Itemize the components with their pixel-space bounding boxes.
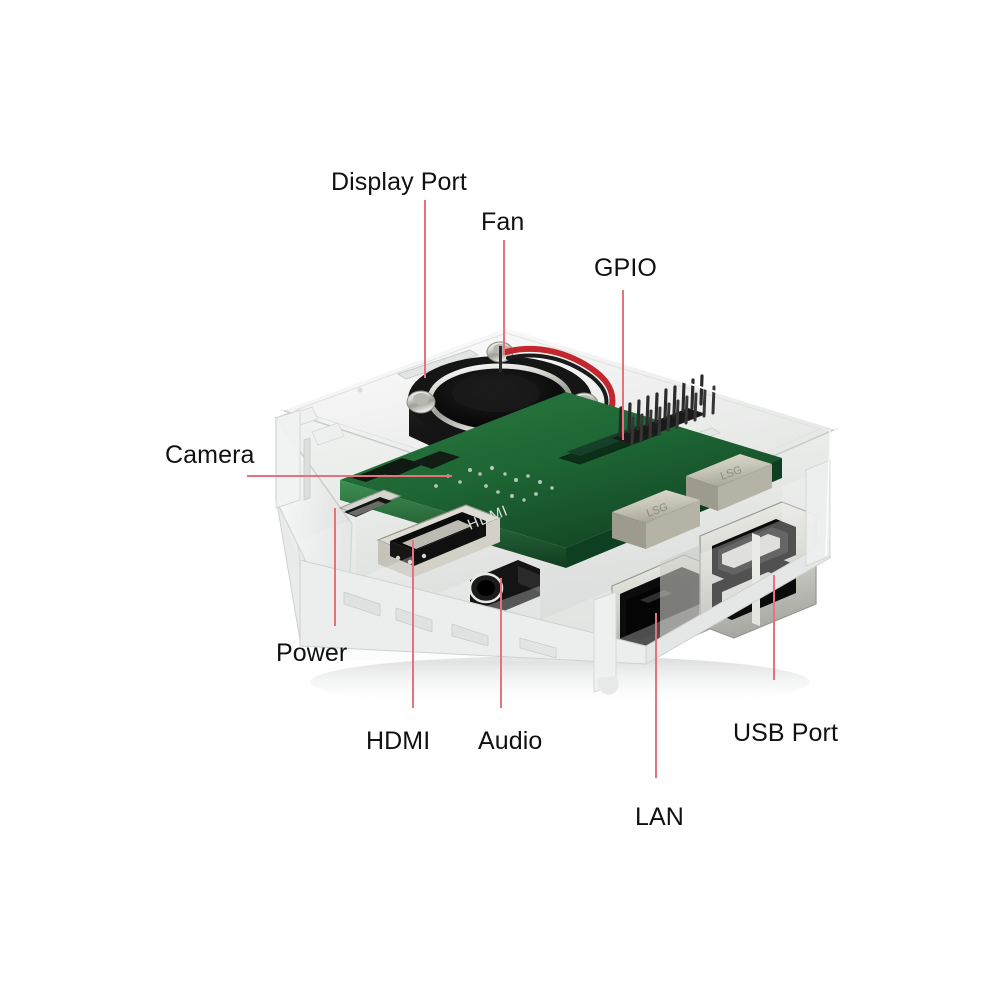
callout-label-gpio: GPIO — [594, 254, 657, 282]
gpio-header — [612, 374, 716, 446]
leader-line-display-port — [424, 200, 426, 378]
callout-label-display-port: Display Port — [331, 168, 467, 196]
case-corner-post — [805, 459, 831, 567]
micro-usb-power-port — [338, 489, 402, 517]
fan-screw — [406, 390, 436, 414]
case-corner-post — [275, 409, 301, 509]
leader-line-audio — [500, 578, 502, 708]
leader-line-gpio — [622, 290, 624, 440]
board-shield-can: LSG — [686, 454, 772, 511]
leader-line-fan — [503, 240, 505, 355]
callout-label-camera: Camera — [165, 441, 255, 469]
leader-line-lan — [655, 613, 657, 778]
fan-wire-black — [506, 353, 609, 410]
leader-line-hdmi — [412, 540, 414, 708]
callout-label-fan: Fan — [481, 208, 525, 236]
audio-jack — [468, 560, 540, 616]
hdmi-port — [376, 504, 502, 578]
callout-label-usb-port: USB Port — [733, 719, 838, 747]
leader-line-usb-port — [773, 575, 775, 680]
leader-line-power — [334, 508, 336, 626]
lid-vent-slot — [396, 349, 480, 380]
case-side-slot — [303, 437, 311, 501]
board-shield-can: LSG — [612, 490, 700, 549]
leader-line-camera — [247, 475, 452, 477]
callout-label-audio: Audio — [478, 727, 543, 755]
fan-wire-red — [503, 346, 616, 409]
callout-label-lan: LAN — [635, 803, 684, 831]
callout-label-power: Power — [276, 639, 348, 667]
callout-label-hdmi: HDMI — [366, 727, 431, 755]
pcb-top — [340, 392, 782, 548]
